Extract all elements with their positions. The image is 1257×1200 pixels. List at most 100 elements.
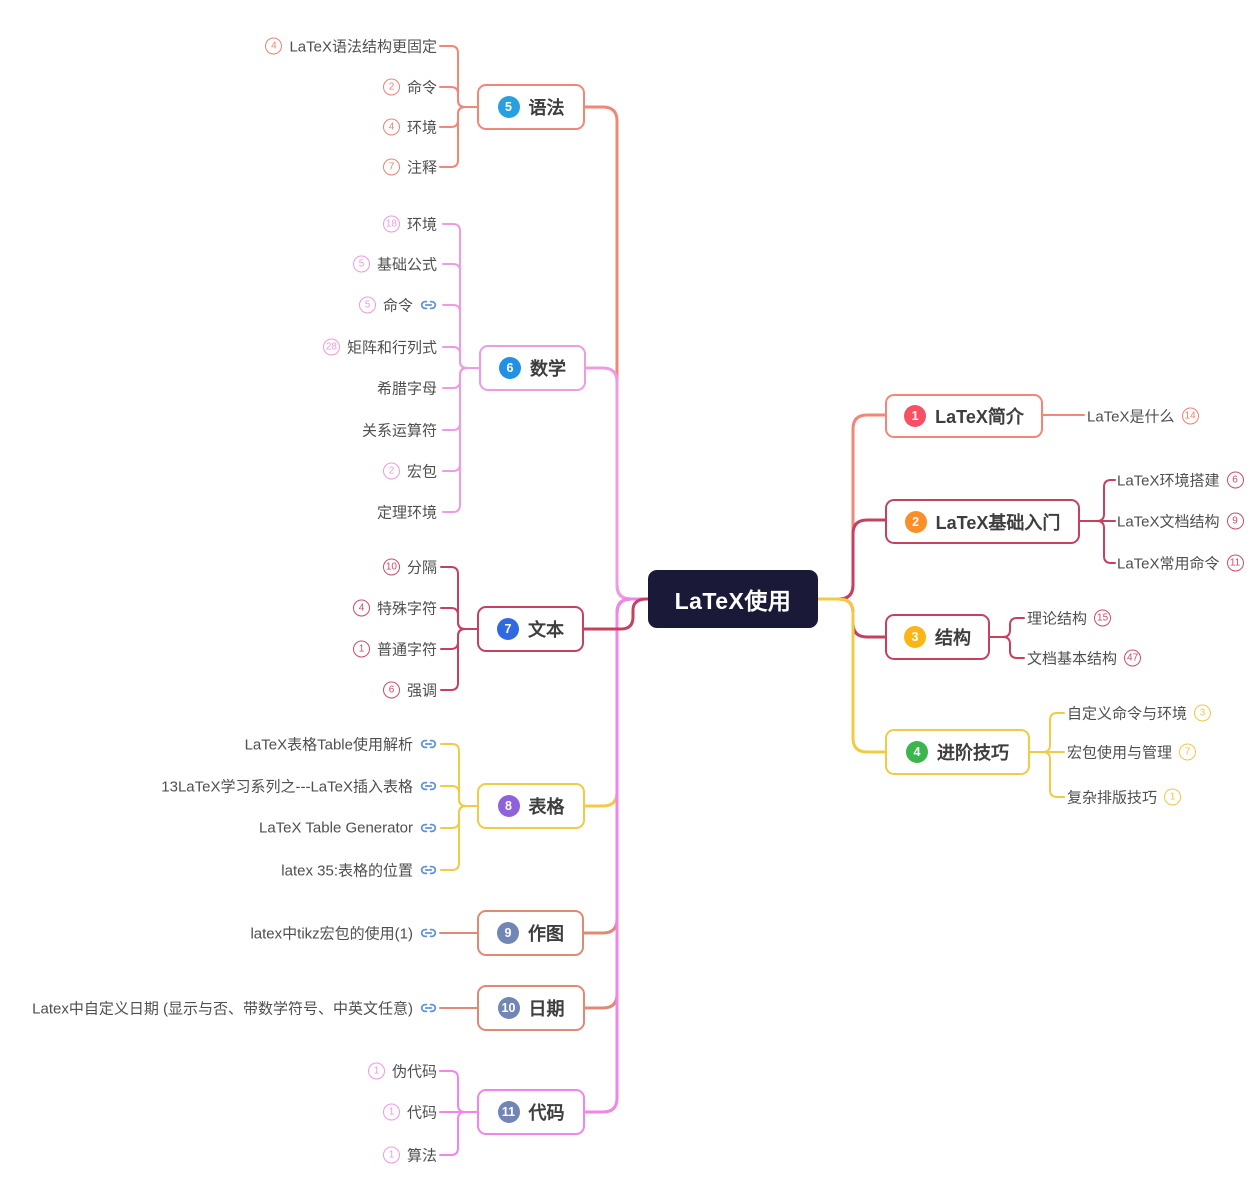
central-topic-label: LaTeX使用 [674, 588, 792, 614]
count-badge: 6 [382, 681, 400, 699]
topic-item[interactable]: 关系运算符 [362, 420, 437, 441]
topic-item-label: 理论结构 [1027, 610, 1088, 628]
topic-item-label: LaTeX环境搭建 [1117, 472, 1220, 490]
edge [442, 367, 481, 431]
count-badge: 4 [382, 118, 400, 136]
edge [1029, 751, 1065, 798]
link-icon[interactable] [420, 863, 437, 878]
branch-number-badge: 6 [499, 357, 521, 379]
topic-item-label: 矩阵和行列式 [346, 339, 437, 357]
count-badge: 5 [352, 255, 370, 273]
branch-label: 表格 [528, 797, 565, 817]
link-icon[interactable] [420, 821, 437, 836]
topic-item[interactable]: LaTeX常用命令 11 [1117, 553, 1244, 574]
branch-label: 语法 [528, 98, 565, 118]
topic-item-label: Latex中自定义日期 (显示与否、带数学符号、中英文任意) [32, 1000, 413, 1018]
topic-item[interactable]: latex 35:表格的位置 [281, 860, 437, 881]
topic-item[interactable]: 6 强调 [382, 680, 437, 701]
branch-node-text[interactable]: 7 文本 [477, 606, 584, 652]
child-edges-table [440, 743, 478, 871]
topic-item[interactable]: LaTeX Table Generator [259, 820, 437, 837]
topic-item-label: 强调 [406, 682, 437, 700]
topic-item[interactable]: 1 普通字符 [352, 639, 437, 660]
trunk-edges-left [581, 105, 652, 1114]
count-badge: 6 [1226, 471, 1244, 489]
branch-node-structure[interactable]: 3 结构 [885, 614, 990, 660]
topic-item[interactable]: 5 基础公式 [352, 254, 437, 275]
topic-item[interactable]: 5 命令 [358, 295, 437, 316]
topic-item[interactable]: 文档基本结构 47 [1027, 648, 1142, 669]
topic-item[interactable]: LaTeX文档结构 9 [1117, 511, 1244, 532]
topic-item[interactable]: 4 LaTeX语法结构更固定 [265, 36, 437, 57]
topic-item[interactable]: LaTeX表格Table使用解析 [245, 734, 437, 755]
topic-item[interactable]: 10 分隔 [382, 557, 437, 578]
count-badge: 1 [382, 1146, 400, 1164]
link-icon[interactable] [420, 779, 437, 794]
topic-item[interactable]: 13LaTeX学习系列之---LaTeX插入表格 [161, 776, 437, 797]
link-icon[interactable] [420, 298, 437, 313]
count-badge: 9 [1226, 512, 1244, 530]
branch-node-table[interactable]: 8 表格 [477, 783, 585, 829]
topic-item[interactable]: 4 特殊字符 [352, 598, 437, 619]
count-badge: 10 [382, 558, 400, 576]
central-topic[interactable]: LaTeX使用 [648, 570, 818, 628]
topic-item[interactable]: 宏包使用与管理 7 [1067, 742, 1197, 763]
edge [989, 636, 1025, 659]
topic-item[interactable]: 7 注释 [382, 157, 437, 178]
topic-item[interactable]: 28 矩阵和行列式 [322, 337, 437, 358]
edge [442, 367, 481, 472]
branch-node-intro[interactable]: 1 LaTeX简介 [885, 394, 1043, 438]
topic-item[interactable]: 2 宏包 [382, 461, 437, 482]
branch-node-code[interactable]: 11 代码 [477, 1089, 585, 1135]
branch-node-date[interactable]: 10 日期 [477, 985, 585, 1031]
topic-item[interactable]: LaTeX环境搭建 6 [1117, 470, 1244, 491]
link-icon[interactable] [420, 926, 437, 941]
topic-item-label: 文档基本结构 [1027, 650, 1118, 668]
count-badge: 4 [352, 599, 370, 617]
topic-item-label: 环境 [406, 119, 437, 137]
topic-item[interactable]: 自定义命令与环境 3 [1067, 703, 1212, 724]
topic-item[interactable]: 复杂排版技巧 1 [1067, 787, 1182, 808]
topic-item[interactable]: 4 环境 [382, 117, 437, 138]
topic-item[interactable]: 定理环境 [377, 502, 437, 523]
topic-item[interactable]: 希腊字母 [377, 378, 437, 399]
link-icon[interactable] [420, 737, 437, 752]
count-badge: 5 [358, 296, 376, 314]
count-badge: 7 [1179, 743, 1197, 761]
topic-item-label: 注释 [406, 159, 437, 177]
branch-label: 日期 [528, 999, 565, 1019]
edge [1079, 520, 1116, 564]
topic-item[interactable]: Latex中自定义日期 (显示与否、带数学符号、中英文任意) [32, 998, 437, 1019]
child-edges-math [442, 223, 481, 513]
count-badge: 15 [1094, 609, 1112, 627]
topic-item[interactable]: 2 命令 [382, 77, 437, 98]
branch-node-syntax[interactable]: 5 语法 [477, 84, 585, 130]
topic-item-label: LaTeX是什么 [1087, 408, 1175, 426]
edge [439, 1111, 479, 1156]
topic-item-label: 定理环境 [376, 504, 437, 522]
count-badge: 1 [1164, 788, 1182, 806]
branch-node-advanced[interactable]: 4 进阶技巧 [885, 729, 1030, 775]
topic-item[interactable]: 18 环境 [382, 214, 437, 235]
edge [989, 617, 1025, 638]
edge [440, 785, 478, 807]
topic-item[interactable]: LaTeX是什么 14 [1087, 406, 1199, 427]
topic-item-label: 宏包使用与管理 [1067, 744, 1173, 762]
branch-label: 结构 [935, 628, 971, 648]
topic-item[interactable]: 1 算法 [382, 1145, 437, 1166]
link-icon[interactable] [420, 1001, 437, 1016]
topic-item[interactable]: 理论结构 15 [1027, 608, 1112, 629]
topic-item[interactable]: latex中tikz宏包的使用(1) [250, 923, 437, 944]
branch-node-math[interactable]: 6 数学 [479, 345, 586, 391]
child-edges-text [440, 566, 479, 691]
branch-number-badge: 3 [904, 626, 926, 648]
branch-node-basics[interactable]: 2 LaTeX基础入门 [885, 499, 1080, 544]
topic-item-label: 宏包 [406, 463, 437, 481]
child-edges-code [439, 1070, 479, 1156]
child-edges-structure [989, 617, 1025, 659]
branch-node-drawing[interactable]: 9 作图 [477, 910, 584, 956]
edge [440, 607, 479, 630]
count-badge: 28 [322, 338, 340, 356]
topic-item[interactable]: 1 代码 [382, 1102, 437, 1123]
topic-item[interactable]: 1 伪代码 [367, 1061, 437, 1082]
